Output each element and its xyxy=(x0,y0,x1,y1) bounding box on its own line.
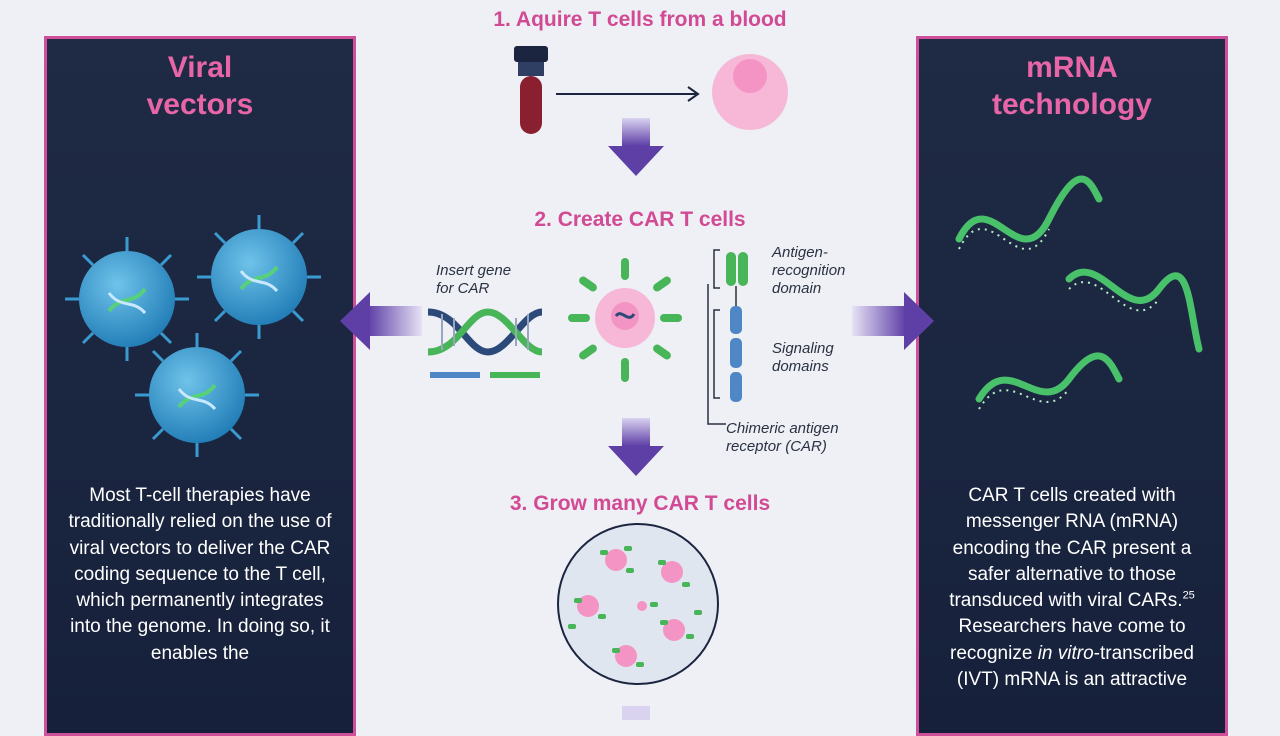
down-arrow-icon xyxy=(608,418,664,476)
step-1-illustration xyxy=(514,46,788,134)
signaling-domains-label: Signaling domains xyxy=(772,340,834,375)
citation-superscript: 25 xyxy=(1182,589,1195,602)
down-arrow-icon xyxy=(622,706,650,720)
left-arrow-icon xyxy=(340,292,422,350)
mrna-strand-icon xyxy=(1065,268,1203,353)
cell-culture-dish-icon xyxy=(557,523,719,685)
blood-tube-icon xyxy=(514,46,548,134)
viral-vectors-illustration xyxy=(65,215,321,457)
car-t-cell-icon xyxy=(568,258,682,382)
mrna-technology-panel: mRNA technology CAR T cells created with… xyxy=(916,36,1228,736)
virus-icon xyxy=(65,237,189,361)
right-arrow-icon xyxy=(852,292,934,350)
mrna-text-part: CAR T cells created with messenger RNA (… xyxy=(949,485,1192,612)
mrna-text-part: -transcribed (IVT) mRNA is an attractive xyxy=(956,642,1194,691)
antigen-domain-label: Antigen- recognition domain xyxy=(772,244,846,297)
viral-vectors-description: Most T-cell therapies have traditionally… xyxy=(68,485,332,664)
step-2-title: 2. Create CAR T cells xyxy=(534,208,746,231)
dna-gene-icon xyxy=(427,308,543,378)
step-3-title: 3. Grow many CAR T cells xyxy=(509,492,771,515)
mrna-technology-description: CAR T cells created with messenger RNA (… xyxy=(935,483,1209,693)
mrna-text-part: Researchers have come to recognize xyxy=(950,616,1186,664)
virus-icon xyxy=(135,333,259,457)
car-structure-diagram xyxy=(707,249,748,425)
t-cell-icon xyxy=(712,54,788,130)
mrna-strand-icon xyxy=(975,352,1123,410)
mrna-strand-icon xyxy=(955,175,1103,250)
car-label: Chimeric antigen receptor (CAR) xyxy=(726,420,839,455)
viral-vectors-title: Viral vectors xyxy=(146,51,254,121)
virus-icon xyxy=(197,215,321,339)
down-arrow-icon xyxy=(608,118,664,176)
step-1-title: 1. Aquire T cells from a blood xyxy=(493,8,787,31)
mrna-technology-title: mRNA technology xyxy=(991,51,1152,121)
mrna-text-italic: in vitro xyxy=(1037,642,1094,664)
arrow-right-icon xyxy=(556,86,700,102)
viral-vectors-panel: Viral vectors xyxy=(44,36,356,736)
insert-gene-label: Insert gene for CAR xyxy=(436,262,512,297)
mrna-illustration xyxy=(955,175,1203,410)
